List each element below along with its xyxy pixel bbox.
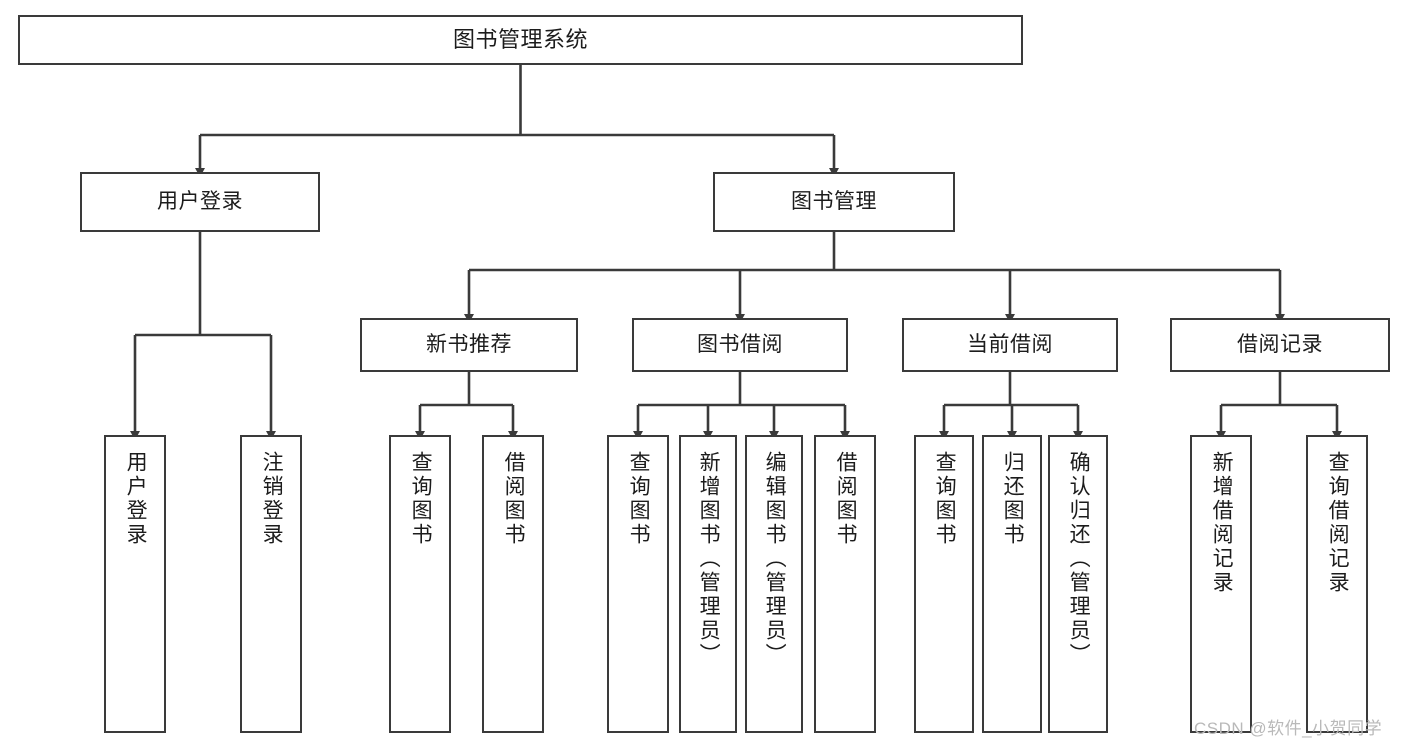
node-leaf-confirm-return[interactable]: 确认归还（管理员）: [1048, 435, 1108, 733]
node-book-borrow[interactable]: 图书借阅: [632, 318, 848, 372]
node-label: 新增图书（管理员）: [697, 451, 721, 667]
node-leaf-query-book-3[interactable]: 查询图书: [914, 435, 974, 733]
node-new-book-recommend[interactable]: 新书推荐: [360, 318, 578, 372]
node-label: 借阅图书: [834, 451, 858, 547]
node-leaf-user-login[interactable]: 用户登录: [104, 435, 166, 733]
node-label: 查询图书: [627, 451, 651, 547]
node-leaf-return-book[interactable]: 归还图书: [982, 435, 1042, 733]
node-label: 图书管理: [791, 190, 877, 214]
node-label: 注销登录: [260, 451, 284, 547]
node-label: 确认归还（管理员）: [1067, 451, 1091, 667]
node-label: 借阅记录: [1237, 333, 1323, 357]
watermark: CSDN @软件_小贺同学: [1194, 719, 1383, 738]
node-leaf-query-record[interactable]: 查询借阅记录: [1306, 435, 1368, 733]
node-label: 图书管理系统: [452, 26, 588, 52]
node-label: 查询借阅记录: [1326, 451, 1350, 595]
node-leaf-logout[interactable]: 注销登录: [240, 435, 302, 733]
node-leaf-add-book[interactable]: 新增图书（管理员）: [679, 435, 737, 733]
node-label: 图书借阅: [697, 333, 783, 357]
node-label: 归还图书: [1001, 451, 1025, 547]
node-label: 新增借阅记录: [1210, 451, 1234, 595]
node-leaf-borrow-book-1[interactable]: 借阅图书: [482, 435, 544, 733]
node-leaf-query-book-2[interactable]: 查询图书: [607, 435, 669, 733]
node-borrow-record[interactable]: 借阅记录: [1170, 318, 1390, 372]
node-leaf-add-record[interactable]: 新增借阅记录: [1190, 435, 1252, 733]
node-label: 当前借阅: [967, 333, 1053, 357]
node-label: 新书推荐: [426, 333, 512, 357]
node-label: 查询图书: [933, 451, 957, 547]
node-book-manage[interactable]: 图书管理: [713, 172, 955, 232]
node-label: 用户登录: [124, 451, 148, 547]
node-leaf-query-book-1[interactable]: 查询图书: [389, 435, 451, 733]
node-label: 用户登录: [157, 190, 243, 214]
node-root[interactable]: 图书管理系统: [18, 15, 1023, 65]
node-label: 编辑图书（管理员）: [763, 451, 787, 667]
node-current-borrow[interactable]: 当前借阅: [902, 318, 1118, 372]
node-leaf-edit-book[interactable]: 编辑图书（管理员）: [745, 435, 803, 733]
node-leaf-borrow-book-2[interactable]: 借阅图书: [814, 435, 876, 733]
node-user-login[interactable]: 用户登录: [80, 172, 320, 232]
node-label: 借阅图书: [502, 451, 526, 547]
node-label: 查询图书: [409, 451, 433, 547]
